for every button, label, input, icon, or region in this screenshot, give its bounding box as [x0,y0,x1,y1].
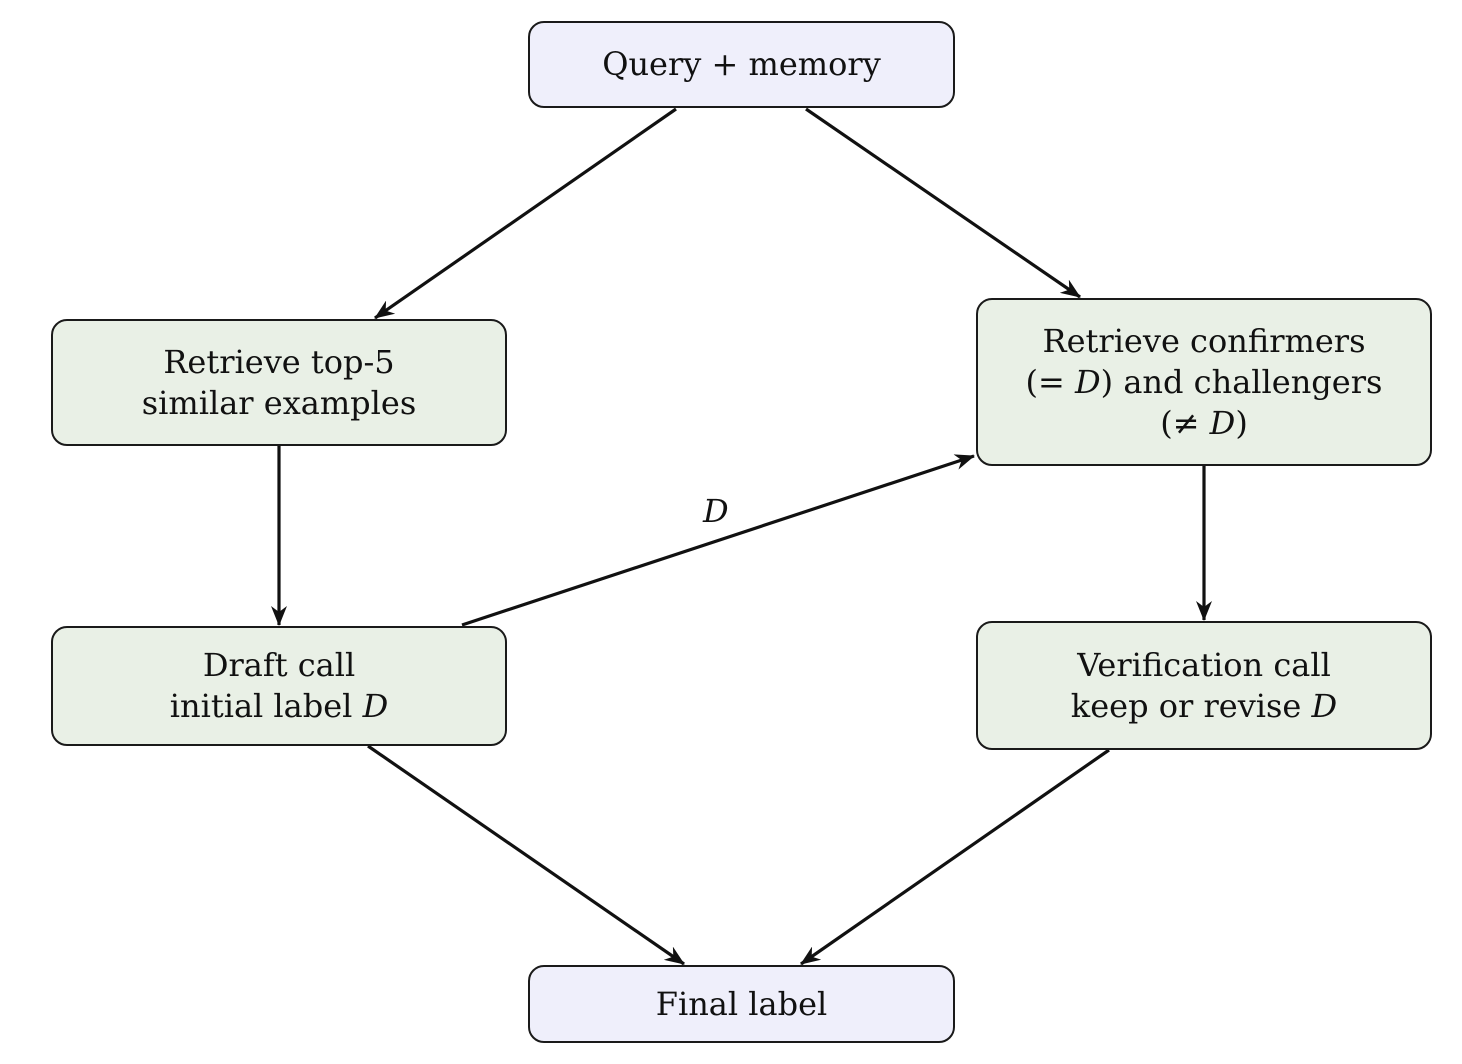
verification-call-line-2: keep or revise D [1070,686,1338,725]
variable-d: D [1209,403,1236,442]
edge-draft-call-to-retrieve-confirmers [461,454,975,627]
variable-d: D [1075,362,1101,401]
edge-verification-call-to-final-label [800,748,1110,966]
retrieve-confirmers-line-1: Retrieve confirmers [1042,321,1366,360]
retrieve-top5-node: Retrieve top-5 similar examples [51,319,507,446]
draft-call-line-2: initial label D [169,687,389,725]
edge-draft-call-to-final-label [367,744,685,966]
edge-query-to-retrieve-top5 [374,107,677,320]
retrieve-top5-line-2: similar examples [141,383,417,422]
edge-label-d: D [703,492,729,530]
final-label-text: Final label [655,984,828,1023]
variable-d: D [362,687,389,725]
retrieve-confirmers-node: Retrieve confirmers (= D) and challenger… [976,298,1432,466]
retrieve-confirmers-line-3: (≠ D) [1160,403,1248,442]
retrieve-top5-line-1: Retrieve top-5 [163,342,395,381]
query-memory-node: Query + memory [528,21,955,108]
draft-call-node: Draft call initial label D [51,626,507,746]
verification-call-line-1: Verification call [1077,645,1331,684]
verification-call-node: Verification call keep or revise D [976,621,1432,750]
variable-d: D [1311,686,1338,725]
edge-query-to-retrieve-confirmers [805,107,1081,299]
final-label-node: Final label [528,965,955,1043]
query-memory-text: Query + memory [602,45,881,83]
draft-call-line-1: Draft call [202,646,356,684]
retrieve-confirmers-line-2: (= D) and challengers [1025,362,1383,401]
